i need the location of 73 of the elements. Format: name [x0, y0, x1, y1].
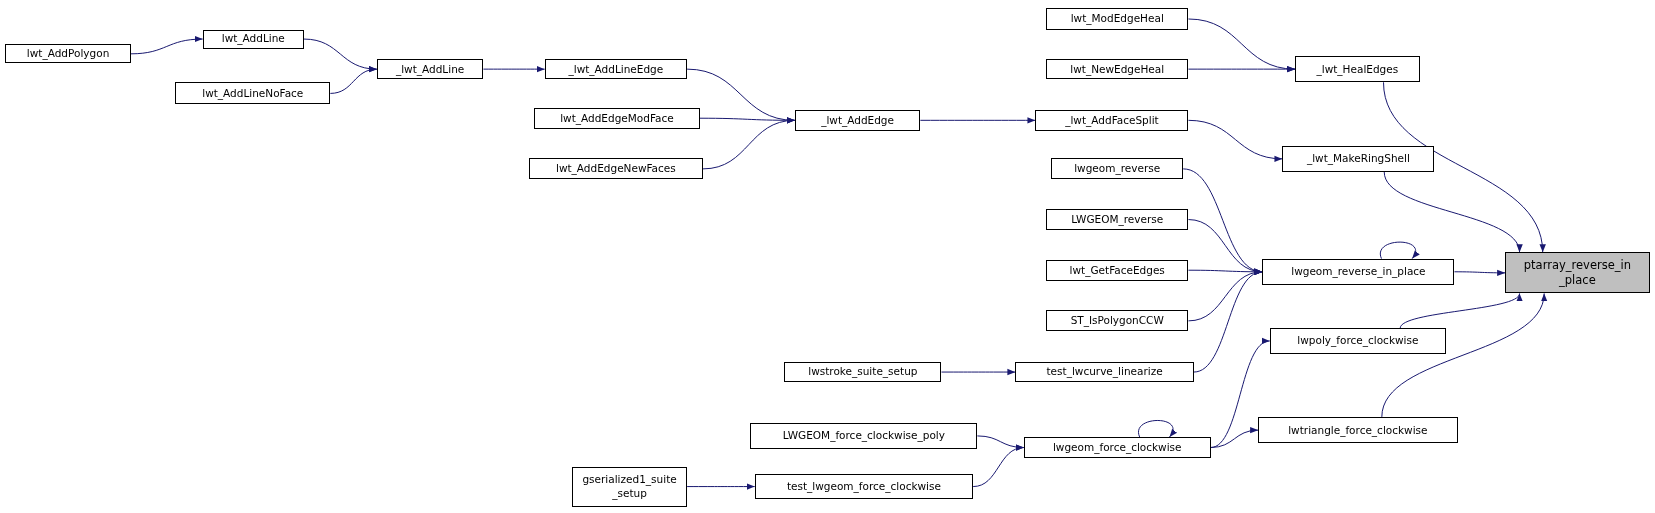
function-name: ST_IsPolygonCCW	[1069, 314, 1165, 328]
function-box	[1295, 55, 1420, 83]
function-box	[1505, 252, 1650, 294]
function-name: lwt_AddPolygon	[25, 47, 111, 61]
function-box	[1051, 158, 1184, 180]
function-name: _lwt_AddLine	[394, 62, 466, 76]
function-name: _lwt_MakeRingShell	[1305, 152, 1411, 166]
function-name: lwt_AddEdgeNewFaces	[555, 162, 677, 176]
function-box	[754, 473, 974, 500]
arrow	[1188, 65, 1296, 73]
function-name: LWGEOM_force_clockwise_poly	[781, 429, 946, 443]
arrow	[1399, 292, 1521, 329]
arrow	[1383, 81, 1545, 253]
function-name: _lwt_AddLineEdge	[567, 62, 665, 76]
function-name: lwt_AddEdgeModFace	[559, 111, 675, 125]
function-name: _lwt_HealEdges	[1315, 62, 1400, 76]
arrow	[1381, 292, 1546, 418]
function-box	[1046, 209, 1189, 231]
arrow	[941, 368, 1016, 376]
arrow	[1383, 171, 1521, 253]
function-name: lwgeom_reverse	[1073, 162, 1162, 176]
function-name: test_lwgeom_force_clockwise	[785, 480, 942, 494]
function-box	[202, 29, 304, 49]
arrow	[1193, 270, 1263, 373]
function-name: lwt_ModEdgeHeal	[1069, 12, 1165, 26]
arrow	[329, 66, 378, 94]
function-name: ptarray_reverse_in _place	[1522, 258, 1632, 288]
arrow	[130, 36, 204, 55]
function-box	[1282, 145, 1435, 173]
function-box	[1269, 328, 1446, 354]
function-box	[1023, 436, 1211, 459]
arrow	[1379, 241, 1420, 260]
arrow	[1138, 419, 1177, 438]
function-name: lwgeom_force_clockwise	[1051, 440, 1183, 455]
function-name: _lwt_AddFaceSplit	[1064, 113, 1160, 127]
function-box	[1046, 259, 1189, 281]
arrow	[702, 117, 796, 170]
function-name: lwt_NewEdgeHeal	[1069, 62, 1166, 76]
function-box	[784, 362, 942, 383]
function-box	[1046, 310, 1189, 332]
function-box	[544, 59, 688, 80]
function-box	[5, 44, 131, 64]
function-box	[528, 158, 703, 180]
arrow	[686, 483, 756, 490]
function-box	[534, 107, 700, 129]
function-box	[1046, 59, 1189, 80]
function-name: lwpoly_force_clockwise	[1296, 334, 1420, 348]
function-box	[572, 466, 688, 507]
arrow	[1453, 269, 1506, 276]
function-name: test_lwcurve_linearize	[1045, 365, 1164, 379]
function-box	[1035, 109, 1189, 131]
function-name: gserialized1_suite _setup	[581, 473, 678, 500]
function-name: lwt_AddLineNoFace	[201, 86, 305, 100]
function-name: _lwt_AddEdge	[820, 113, 895, 127]
function-name: lwstroke_suite_setup	[807, 365, 919, 379]
function-name: lwt_GetFaceEdges	[1068, 263, 1166, 277]
function-box	[1015, 362, 1194, 383]
arrow	[972, 445, 1025, 488]
function-box	[175, 82, 331, 105]
function-box	[376, 59, 484, 80]
function-name: lwt_AddLine	[220, 32, 286, 46]
arrow	[1188, 119, 1283, 162]
function-name: LWGEOM_reverse	[1070, 212, 1165, 227]
arrow	[482, 65, 546, 73]
function-name: lwtriangle_force_clockwise	[1287, 423, 1429, 437]
function-box	[750, 423, 978, 449]
function-box	[794, 109, 921, 131]
arrow	[1210, 427, 1259, 449]
arrow	[919, 117, 1036, 124]
function-box	[1258, 416, 1458, 444]
function-box	[1046, 8, 1189, 30]
function-name: lwgeom_reverse_in_place	[1290, 265, 1427, 279]
function-box	[1262, 258, 1455, 285]
